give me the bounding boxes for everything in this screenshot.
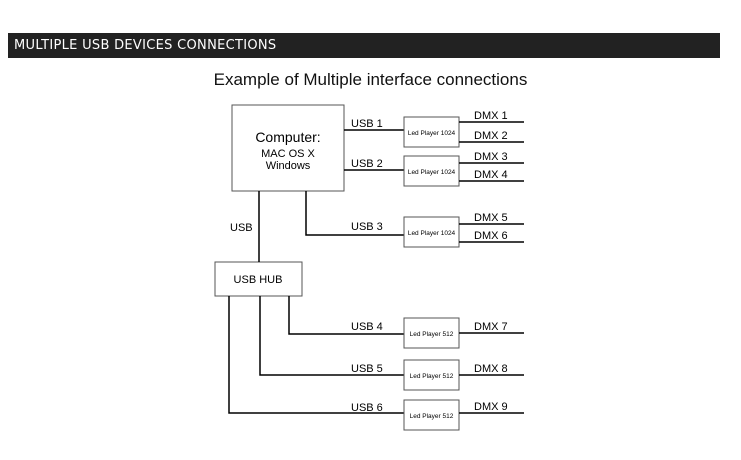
usb-hub-box bbox=[214, 261, 303, 297]
usb5-label: USB 5 bbox=[351, 363, 383, 375]
usb3-label: USB 3 bbox=[351, 221, 383, 233]
dmx8-label: DMX 8 bbox=[474, 363, 508, 375]
dmx3-label: DMX 3 bbox=[474, 151, 508, 163]
usb3-line bbox=[305, 191, 404, 236]
computer-box bbox=[231, 104, 345, 192]
led-player-5-label: Led Player 512 bbox=[410, 373, 454, 380]
usb6-line bbox=[228, 296, 404, 414]
dmx2-label: DMX 2 bbox=[474, 130, 508, 142]
dmx7-label: DMX 7 bbox=[474, 321, 508, 333]
computer-os-windows: Windows bbox=[266, 160, 311, 172]
led-player-3-label: Led Player 1024 bbox=[408, 230, 456, 237]
dmx1-label: DMX 1 bbox=[474, 110, 508, 122]
usb4-line bbox=[288, 296, 404, 335]
computer-name: Computer: bbox=[255, 129, 320, 145]
usb5-line bbox=[259, 296, 404, 376]
led-player-3 bbox=[403, 216, 460, 248]
led-player-2 bbox=[403, 155, 460, 187]
dmx9-label: DMX 9 bbox=[474, 401, 508, 413]
dmx6-label: DMX 6 bbox=[474, 230, 508, 242]
led-player-4-label: Led Player 512 bbox=[410, 331, 454, 338]
led-player-2-label: Led Player 1024 bbox=[408, 169, 456, 176]
led-player-1 bbox=[403, 116, 460, 148]
led-player-6-label: Led Player 512 bbox=[410, 413, 454, 420]
section-header: MULTIPLE USB DEVICES CONNECTIONS bbox=[8, 33, 720, 58]
diagram-title: Example of Multiple interface connection… bbox=[213, 70, 528, 89]
led-player-1-label: Led Player 1024 bbox=[408, 130, 456, 137]
hub-link-label: USB bbox=[230, 222, 253, 234]
usb-hub-label: USB HUB bbox=[234, 274, 283, 286]
usb4-label: USB 4 bbox=[351, 321, 383, 333]
computer-os-mac: MAC OS X bbox=[261, 148, 315, 160]
usb2-label: USB 2 bbox=[351, 158, 383, 170]
dmx4-label: DMX 4 bbox=[474, 169, 508, 181]
dmx5-label: DMX 5 bbox=[474, 212, 508, 224]
section-title: MULTIPLE USB DEVICES CONNECTIONS bbox=[14, 38, 277, 53]
led-player-6 bbox=[403, 399, 460, 431]
usb6-label: USB 6 bbox=[351, 402, 383, 414]
usb1-label: USB 1 bbox=[351, 118, 383, 130]
